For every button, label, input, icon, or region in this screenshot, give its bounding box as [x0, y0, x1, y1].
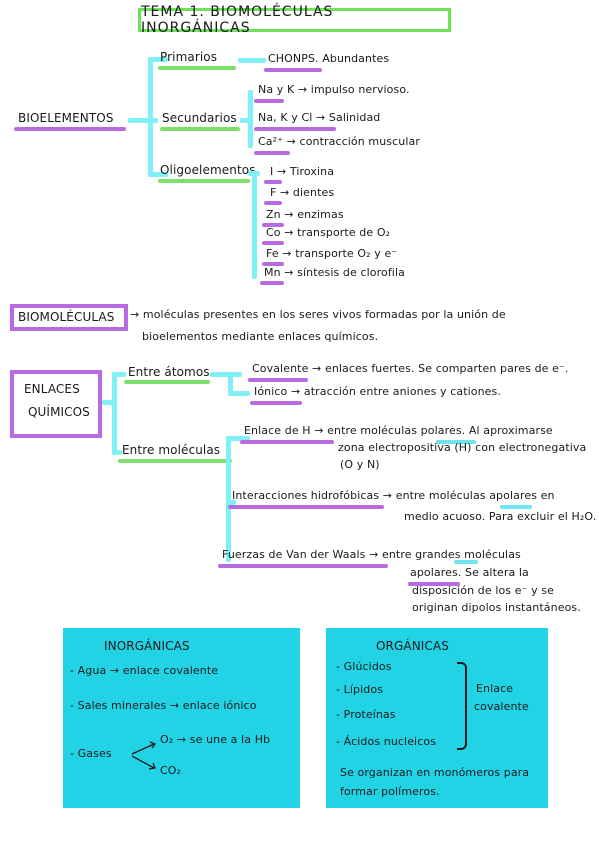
- connector: [112, 372, 126, 377]
- inorganicas-title: INORGÁNICAS: [104, 639, 190, 653]
- organicas-panel: [326, 628, 548, 808]
- underline: [254, 99, 284, 103]
- covalente-text: Covalente → enlaces fuertes. Se comparte…: [252, 362, 569, 375]
- organicas-enlace: Enlace: [476, 682, 514, 695]
- oligo-item: Fe → transporte O₂ y e⁻: [266, 247, 398, 260]
- van-der-waals-text: disposición de los e⁻ y se: [412, 584, 555, 597]
- entre-moleculas-label: Entre moléculas: [122, 443, 221, 457]
- underline: [158, 179, 250, 183]
- organicas-title: ORGÁNICAS: [376, 639, 449, 653]
- branch-arrows: [131, 741, 157, 770]
- inorganicas-panel: [63, 628, 300, 808]
- enlaces-label: QUÍMICOS: [28, 405, 90, 419]
- connector: [228, 372, 233, 396]
- enlaces-box: [10, 370, 102, 438]
- ionico-text: Iónico → atracción entre aniones y catio…: [254, 385, 501, 398]
- organicas-footer: Se organizan en monómeros para: [340, 766, 530, 779]
- connector: [248, 90, 253, 148]
- connector: [148, 172, 168, 177]
- connector: [112, 450, 122, 455]
- oligo-item: F → dientes: [270, 186, 335, 199]
- enlace-h-text: Enlace de H → entre moléculas polares. A…: [244, 424, 553, 437]
- biomoleculas-box: [10, 304, 128, 331]
- organicas-enlace: covalente: [474, 700, 529, 713]
- underline: [262, 262, 284, 266]
- oligo-item: I → Tiroxina: [270, 165, 335, 178]
- oligo-item: Mn → síntesis de clorofila: [264, 266, 405, 279]
- connector: [226, 436, 231, 562]
- underline: [262, 223, 284, 227]
- organicas-item: - Ácidos nucleicos: [336, 735, 437, 748]
- connector: [238, 58, 266, 63]
- underline: [500, 505, 532, 509]
- biomoleculas-definition: bioelementos mediante enlaces químicos.: [142, 330, 379, 343]
- organicas-item: - Glúcidos: [336, 660, 392, 673]
- connector: [210, 372, 242, 377]
- inorganicas-item: - Gases: [70, 747, 112, 760]
- enlaces-label: ENLACES: [24, 382, 80, 396]
- inorganicas-item: CO₂: [160, 764, 182, 777]
- secundarios-item: Na y K → impulso nervioso.: [258, 83, 410, 96]
- oligoelementos-label: Oligoelementos: [160, 163, 256, 177]
- underline: [218, 564, 388, 568]
- connector: [112, 372, 117, 454]
- underline: [436, 440, 476, 444]
- underline: [254, 127, 336, 131]
- underline: [158, 66, 236, 70]
- underline: [240, 440, 334, 444]
- underline: [264, 180, 282, 184]
- oligo-item: Zn → enzimas: [266, 208, 344, 221]
- connector: [228, 391, 250, 396]
- secundarios-item: Ca²⁺ → contracción muscular: [258, 135, 420, 148]
- connector: [148, 57, 168, 62]
- van-der-waals-text: originan dipolos instantáneos.: [412, 601, 581, 614]
- underline: [124, 380, 210, 384]
- biomoleculas-definition: → moléculas presentes en los seres vivos…: [130, 308, 506, 321]
- underline: [408, 582, 460, 586]
- connector: [148, 57, 153, 177]
- secundarios-item: Na, K y Cl → Salinidad: [258, 111, 381, 124]
- enlace-h-text: (O y N): [340, 458, 380, 471]
- oligo-item: Co → transporte de O₂: [266, 226, 391, 239]
- underline: [262, 241, 284, 245]
- underline: [248, 378, 308, 382]
- biomoleculas-label: BIOMOLÉCULAS: [18, 310, 115, 324]
- connector: [128, 118, 158, 123]
- enlace-h-text: zona electropositiva (H) con electronega…: [338, 441, 587, 454]
- organicas-footer: formar polímeros.: [340, 785, 440, 798]
- page-title: TEMA 1. BIOMOLÉCULAS INORGÁNICAS: [138, 4, 451, 36]
- underline: [250, 401, 302, 405]
- underline: [160, 127, 240, 131]
- connector: [226, 436, 250, 441]
- van-der-waals-text: Fuerzas de Van der Waals → entre grandes…: [222, 548, 521, 561]
- underline: [260, 281, 284, 285]
- primarios-label: Primarios: [160, 50, 218, 64]
- secundarios-label: Secundarios: [162, 111, 237, 125]
- underline: [118, 459, 232, 463]
- bioelementos-label: BIOELEMENTOS: [18, 111, 114, 125]
- brace: [457, 662, 467, 750]
- hidrofobicas-text: Interacciones hidrofóbicas → entre moléc…: [232, 489, 555, 502]
- underline: [228, 505, 384, 509]
- underline: [264, 68, 322, 72]
- inorganicas-item: - Sales minerales → enlace iónico: [70, 699, 257, 712]
- organicas-item: - Lípidos: [336, 683, 384, 696]
- van-der-waals-text: apolares. Se altera la: [410, 566, 529, 579]
- inorganicas-item: O₂ → se une a la Hb: [160, 733, 271, 746]
- underline: [254, 151, 290, 155]
- inorganicas-item: - Agua → enlace covalente: [70, 664, 219, 677]
- connector: [226, 500, 236, 505]
- organicas-item: - Proteínas: [336, 708, 396, 721]
- underline: [14, 127, 126, 131]
- primarios-item: CHONPS. Abundantes: [268, 52, 390, 65]
- connector: [102, 400, 116, 405]
- underline: [454, 560, 478, 564]
- connector: [240, 118, 252, 123]
- hidrofobicas-text: medio acuoso. Para excluir el H₂O.: [404, 510, 597, 523]
- underline: [264, 201, 282, 205]
- connector: [252, 171, 257, 279]
- entre-atomos-label: Entre átomos: [128, 365, 210, 379]
